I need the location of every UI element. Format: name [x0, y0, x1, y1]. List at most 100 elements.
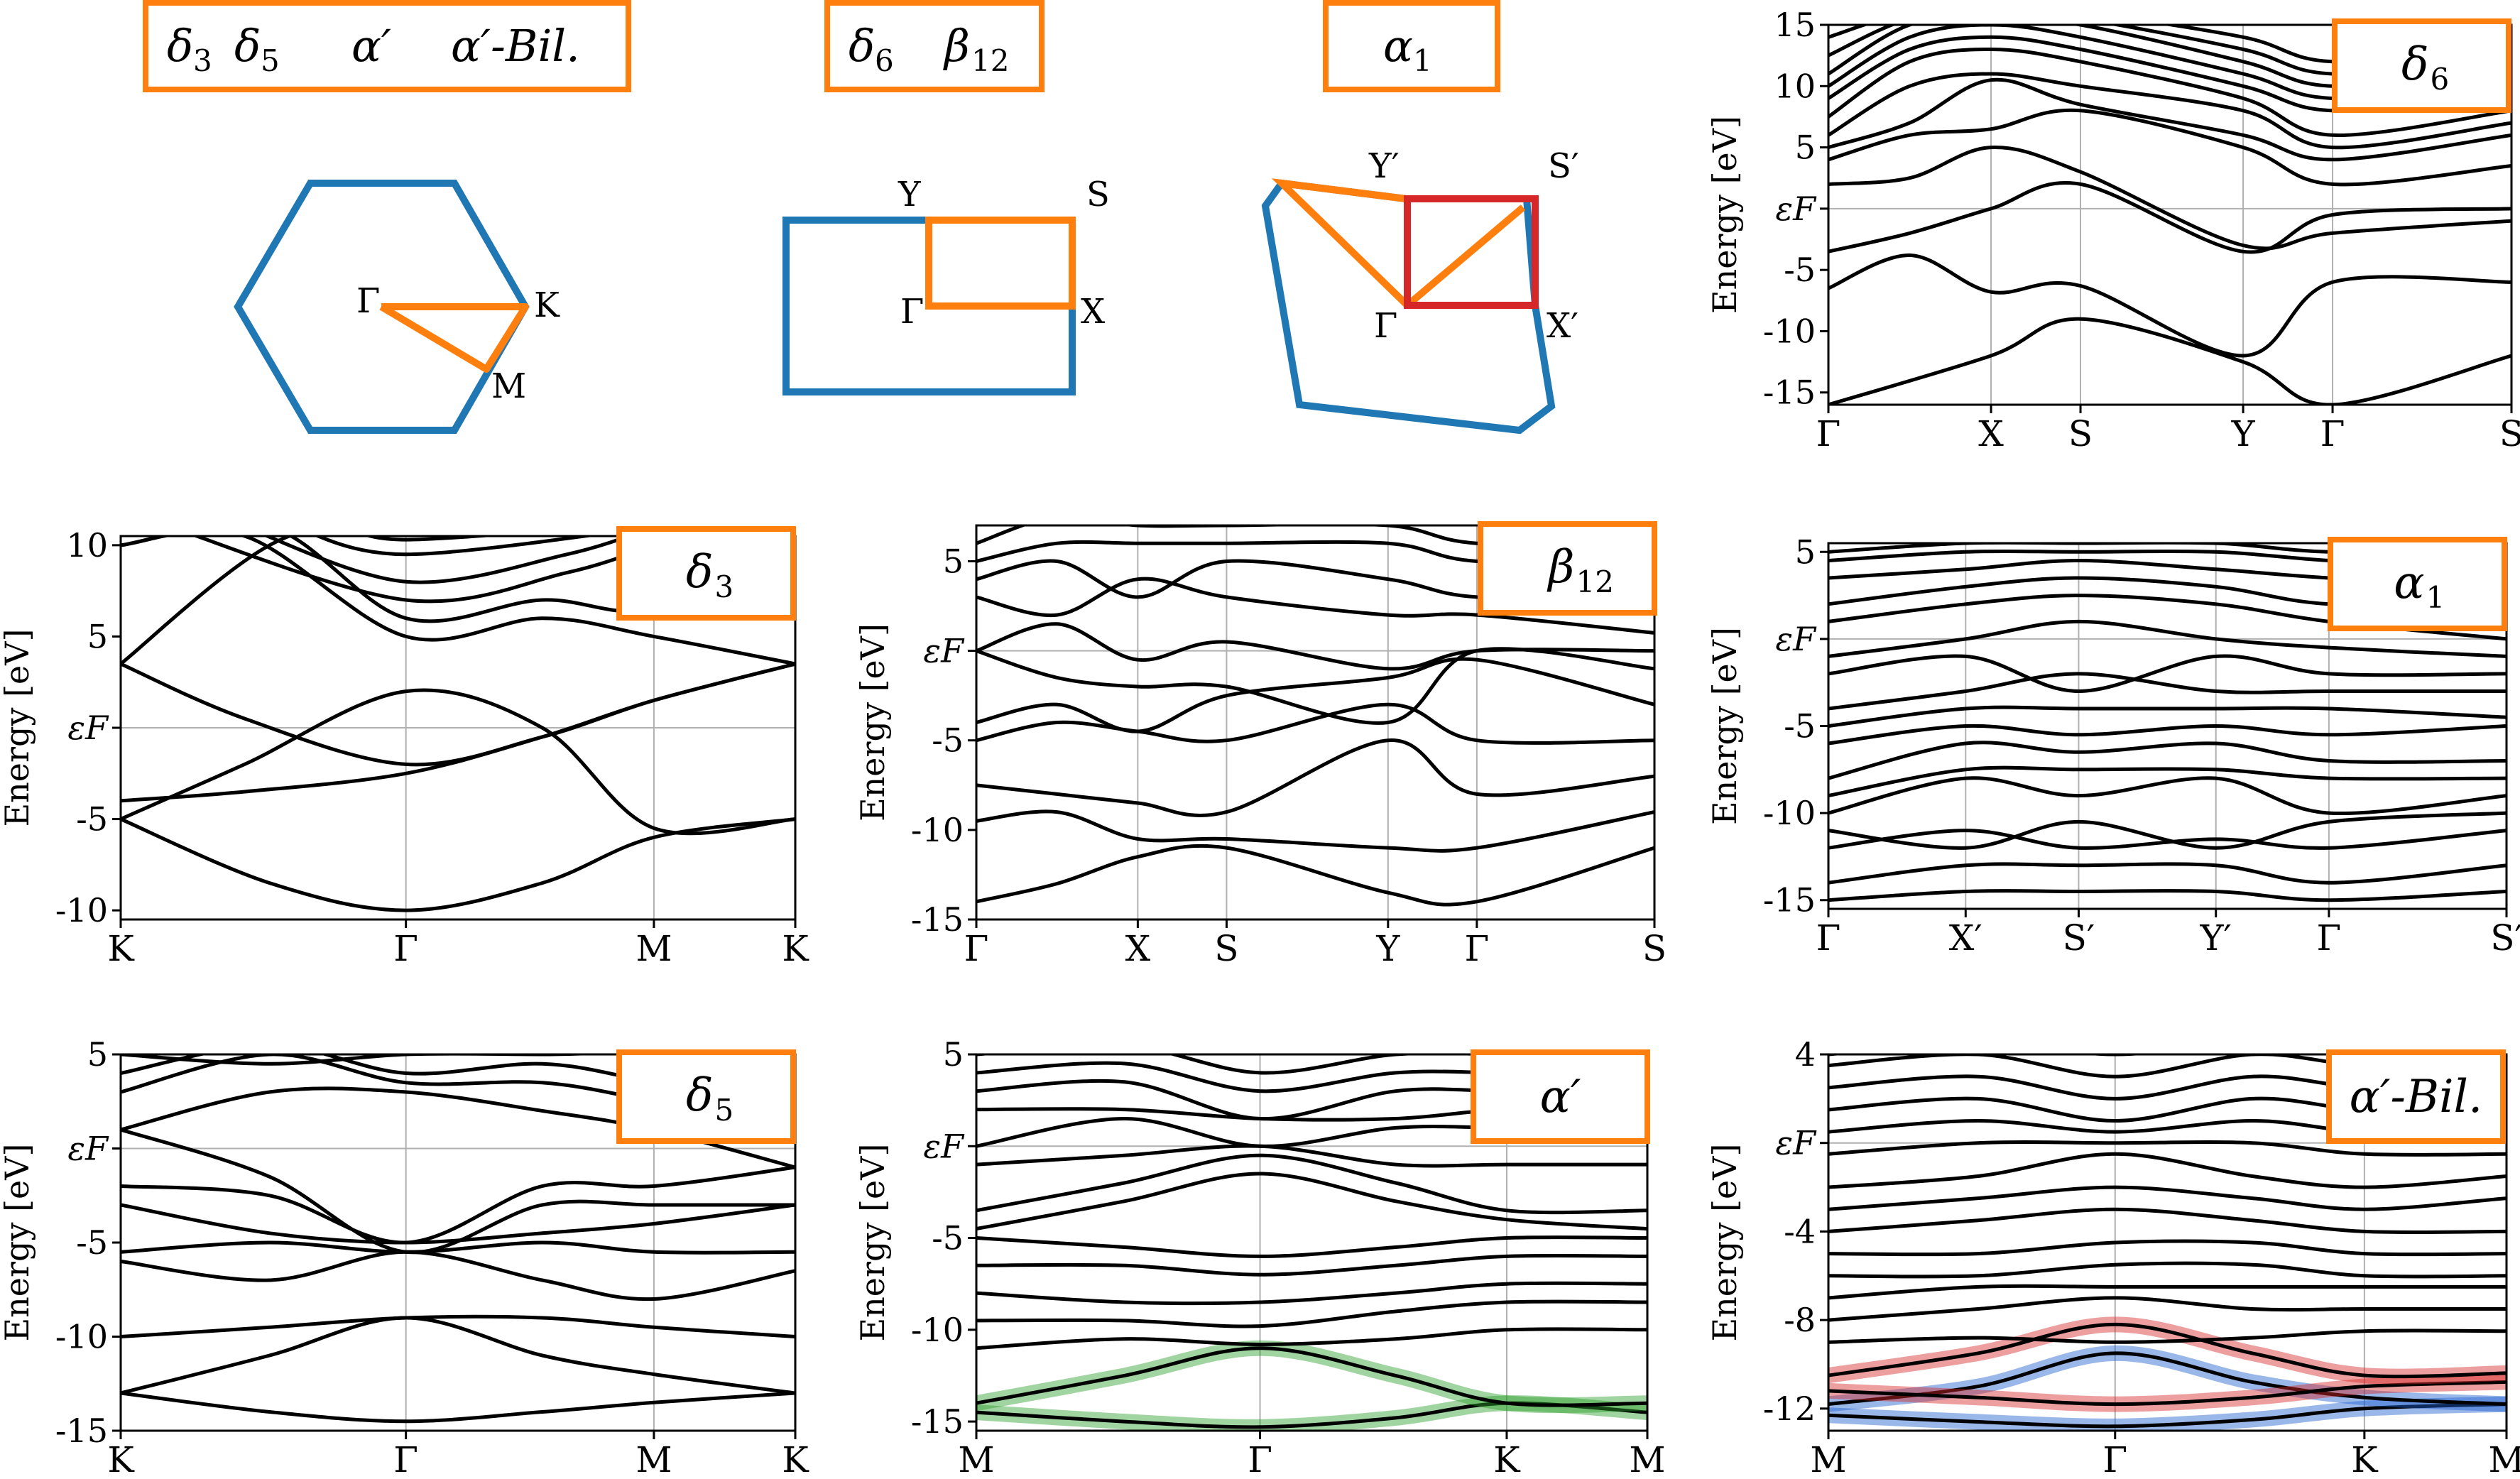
band-line — [313, 536, 598, 557]
y-tick-label: -10 — [911, 1311, 964, 1349]
bz-rect-path — [925, 217, 1076, 310]
band-line — [1828, 619, 2507, 658]
y-tick-label: 5 — [1795, 533, 1816, 571]
y-tick-label: -12 — [1763, 1390, 1816, 1428]
panel-label-sub: 12 — [1576, 564, 1614, 599]
panel-label-box — [2332, 18, 2511, 113]
panel-label: α′-Bil. — [2350, 1071, 2483, 1123]
bz-rect-label-s: S — [1086, 175, 1110, 214]
y-tick-label: εF — [1775, 190, 1817, 228]
x-tick-label: K — [782, 928, 809, 969]
x-tick-label: X — [1978, 413, 2004, 454]
band-line — [121, 662, 795, 767]
band-line — [121, 1250, 795, 1301]
y-tick-label: -8 — [1784, 1301, 1816, 1339]
band-line — [976, 738, 1654, 817]
y-tick-label: -15 — [911, 900, 964, 939]
legend-box-hex: δ 3 δ 5 α′ α′-Bil. — [143, 0, 631, 92]
x-tick-label: Γ — [393, 1439, 418, 1479]
x-tick-label: Γ — [2320, 413, 2345, 454]
x-tick-label: Y — [2231, 413, 2256, 454]
x-tick-label: K — [107, 1439, 135, 1479]
panel-label-box — [2328, 537, 2507, 631]
y-tick-label: -5 — [1784, 707, 1816, 746]
panel-label: β — [1547, 541, 1575, 594]
x-tick-label: Γ — [393, 928, 418, 969]
panel-label-box — [616, 1049, 796, 1144]
x-tick-label: K — [782, 1439, 809, 1479]
panel-label: δ — [686, 546, 714, 599]
band-line — [1828, 724, 2507, 746]
band-line — [1828, 1402, 2507, 1429]
x-tick-label: X′ — [1949, 917, 1982, 959]
band-line — [121, 1128, 795, 1255]
bz-obl-red-cell — [1404, 195, 1539, 309]
y-axis-label: Energy [eV] — [1706, 116, 1744, 314]
band-line — [1828, 1239, 2507, 1257]
legend-rect-2: β — [943, 20, 970, 72]
y-tick-label: 5 — [87, 617, 108, 655]
legend-obl-1: α — [1383, 20, 1413, 72]
y-axis-label: Energy [eV] — [853, 1144, 892, 1342]
band-line — [976, 844, 1654, 907]
x-tick-label: M — [2488, 1439, 2520, 1479]
y-tick-label: -5 — [76, 800, 108, 839]
band-line — [1828, 1296, 2507, 1322]
bz-rect-label-y: Y — [898, 175, 922, 214]
band-line — [976, 1346, 1647, 1407]
x-tick-label: Y — [1375, 928, 1400, 969]
y-tick-label: 5 — [943, 1035, 964, 1074]
bz-oblique-diagram: Y′ S′ Γ X′ — [1261, 146, 1579, 435]
band-line — [121, 1314, 795, 1338]
x-tick-label: Γ — [964, 928, 989, 969]
band-line — [121, 536, 795, 666]
bz-obl-label-yp: Y′ — [1368, 146, 1400, 186]
legend-hex-2: δ — [234, 20, 261, 72]
band-line — [976, 1172, 1647, 1231]
band-line — [1828, 47, 2511, 137]
panel-label-sub: 1 — [2426, 580, 2445, 615]
band-line — [1828, 741, 2507, 780]
legend-rect-1-sub: 6 — [875, 43, 894, 78]
band-line — [976, 657, 1654, 733]
band-line — [121, 688, 795, 836]
band-line — [121, 536, 295, 665]
band-line — [121, 662, 795, 803]
y-tick-label: -10 — [1763, 312, 1816, 350]
band-line — [1828, 705, 2507, 728]
band-line — [121, 1316, 795, 1395]
band-line — [1828, 1207, 2507, 1235]
bz-hex-path — [379, 303, 529, 373]
x-tick-label: S′ — [2063, 917, 2095, 959]
y-tick-label: εF — [67, 1130, 109, 1168]
y-axis-label: Energy [eV] — [1706, 627, 1744, 825]
x-tick-label: M — [958, 1439, 994, 1479]
bz-hex-label-k: K — [534, 285, 560, 325]
panel-label-box — [1471, 1049, 1650, 1144]
legend-hex-3: α′ — [351, 20, 391, 72]
y-tick-label: -10 — [911, 811, 964, 849]
x-tick-label: Γ — [1816, 917, 1841, 959]
bz-hexagon-diagram: Γ K M — [234, 180, 560, 434]
band-line — [976, 1281, 1647, 1306]
band-line — [976, 1235, 1647, 1258]
band-line — [1828, 1380, 2507, 1407]
y-tick-label: -5 — [932, 721, 964, 760]
band-line — [1828, 72, 2511, 150]
bz-rect-label-x: X — [1081, 292, 1105, 332]
band-line — [1828, 1328, 2507, 1344]
panel-label-sub: 5 — [715, 1093, 734, 1128]
bz-rect-label-gamma: Γ — [900, 292, 924, 332]
y-tick-label: 5 — [87, 1035, 108, 1074]
x-tick-label: K — [1493, 1439, 1521, 1479]
band-line — [1828, 1185, 2507, 1211]
y-tick-label: -5 — [1784, 251, 1816, 289]
y-tick-label: 4 — [1795, 1035, 1816, 1074]
bz-hex-label-m: M — [491, 366, 526, 406]
band-line — [1828, 672, 2507, 711]
